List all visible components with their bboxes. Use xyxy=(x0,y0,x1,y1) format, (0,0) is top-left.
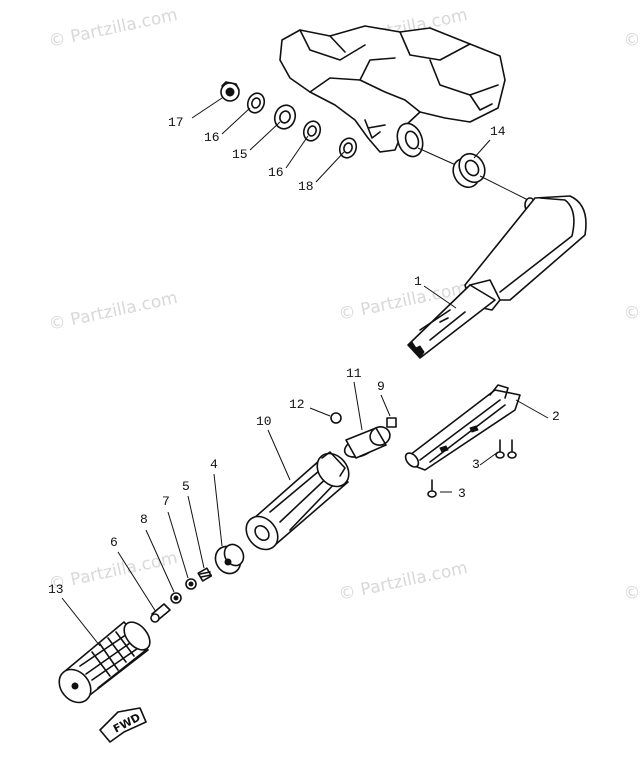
callout-5: 5 xyxy=(182,479,190,494)
washer-stack xyxy=(220,81,358,159)
washer-8 xyxy=(170,592,182,604)
washer-16-bottom xyxy=(302,120,322,142)
spring-5 xyxy=(197,567,213,582)
callout-16: 16 xyxy=(268,165,284,180)
callout-8: 8 xyxy=(140,512,148,527)
screws-3 xyxy=(427,439,517,498)
callout-7: 7 xyxy=(162,494,170,509)
bolt-6 xyxy=(150,603,171,623)
callout-16: 16 xyxy=(204,130,220,145)
watermark-text: © Partzilla.com xyxy=(47,288,179,335)
throttle-grip-10 xyxy=(245,451,350,551)
callout-3: 3 xyxy=(472,457,480,472)
callout-12: 12 xyxy=(289,397,305,412)
callout-15: 15 xyxy=(232,147,248,162)
callout-1: 1 xyxy=(414,274,422,289)
steering-handle-1 xyxy=(407,195,587,359)
watermark-text: © Partzilla.com xyxy=(622,558,644,605)
washer-15 xyxy=(273,104,297,130)
bushing-14 xyxy=(452,152,486,189)
callout-6: 6 xyxy=(110,535,118,550)
washer-18 xyxy=(338,137,358,159)
watermark-text: © Partzilla.com xyxy=(47,5,179,52)
callout-17: 17 xyxy=(168,115,184,130)
watermark-text: © Partzilla.com xyxy=(622,5,644,52)
callout-3: 3 xyxy=(458,486,466,501)
washer-7 xyxy=(185,578,197,590)
throttle-cam-4 xyxy=(214,543,245,575)
callout-4: 4 xyxy=(210,457,218,472)
screw-12 xyxy=(309,407,342,424)
collar-11 xyxy=(343,426,391,459)
fwd-direction-arrow: FWD xyxy=(99,707,147,743)
callout-9: 9 xyxy=(377,379,385,394)
watermark-text: © Partzilla.com xyxy=(337,558,469,605)
callout-18: 18 xyxy=(298,179,314,194)
watermark-text: © Partzilla.com xyxy=(47,548,179,595)
callout-13: 13 xyxy=(48,582,64,597)
callout-2: 2 xyxy=(552,409,560,424)
grip-liner-2 xyxy=(404,384,521,471)
washer-16-top xyxy=(246,92,266,114)
leader-lines xyxy=(61,97,549,647)
upper-bracket-housing xyxy=(279,25,506,158)
callout-11: 11 xyxy=(346,366,362,381)
callout-10: 10 xyxy=(256,414,272,429)
watermark-text: © Partzilla.com xyxy=(622,278,644,325)
grip-13 xyxy=(58,621,151,704)
nut-17 xyxy=(220,81,240,102)
callout-14: 14 xyxy=(490,124,506,139)
nut-9 xyxy=(386,417,397,428)
